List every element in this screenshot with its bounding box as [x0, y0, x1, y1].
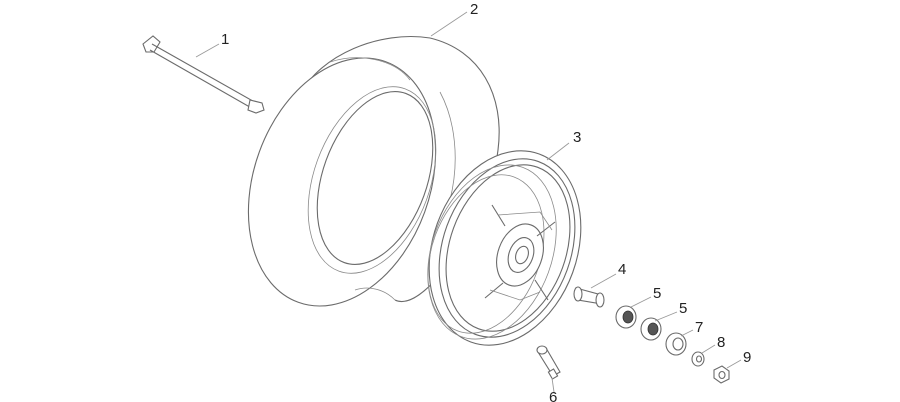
spacer-part: [573, 286, 605, 308]
leader-valve: [551, 377, 555, 393]
callout-spacer: 4: [618, 261, 626, 278]
callout-bearing-b: 5: [679, 300, 687, 317]
axle-part: [142, 35, 265, 114]
callouts: 1 2 3 4 5 5 6 7 8 9: [221, 1, 751, 402]
leader-bearing-a: [630, 296, 652, 308]
bearing-a-part: [615, 305, 637, 329]
leader-seal: [680, 329, 694, 337]
callout-tyre: 2: [470, 1, 478, 18]
leader-tyre: [430, 11, 468, 37]
callout-bearing-a: 5: [653, 285, 661, 302]
leader-spacer: [590, 273, 617, 289]
callout-valve: 6: [549, 389, 557, 402]
callout-washer: 8: [717, 334, 725, 351]
seal-part: [665, 332, 687, 356]
leader-axle: [195, 43, 220, 58]
leader-nut: [726, 359, 742, 369]
callout-seal: 7: [695, 319, 703, 336]
leader-bearing-b: [654, 311, 678, 322]
callout-rim: 3: [573, 129, 581, 146]
washer-part: [691, 351, 705, 367]
callout-axle: 1: [221, 31, 229, 48]
leader-washer: [701, 344, 716, 354]
bearing-b-part: [640, 317, 662, 341]
nut-part: [713, 365, 730, 384]
callout-nut: 9: [743, 349, 751, 366]
leader-rim: [546, 142, 570, 161]
leader-lines: [195, 11, 742, 393]
rim-part: [427, 150, 582, 346]
valve-part: [536, 345, 561, 380]
